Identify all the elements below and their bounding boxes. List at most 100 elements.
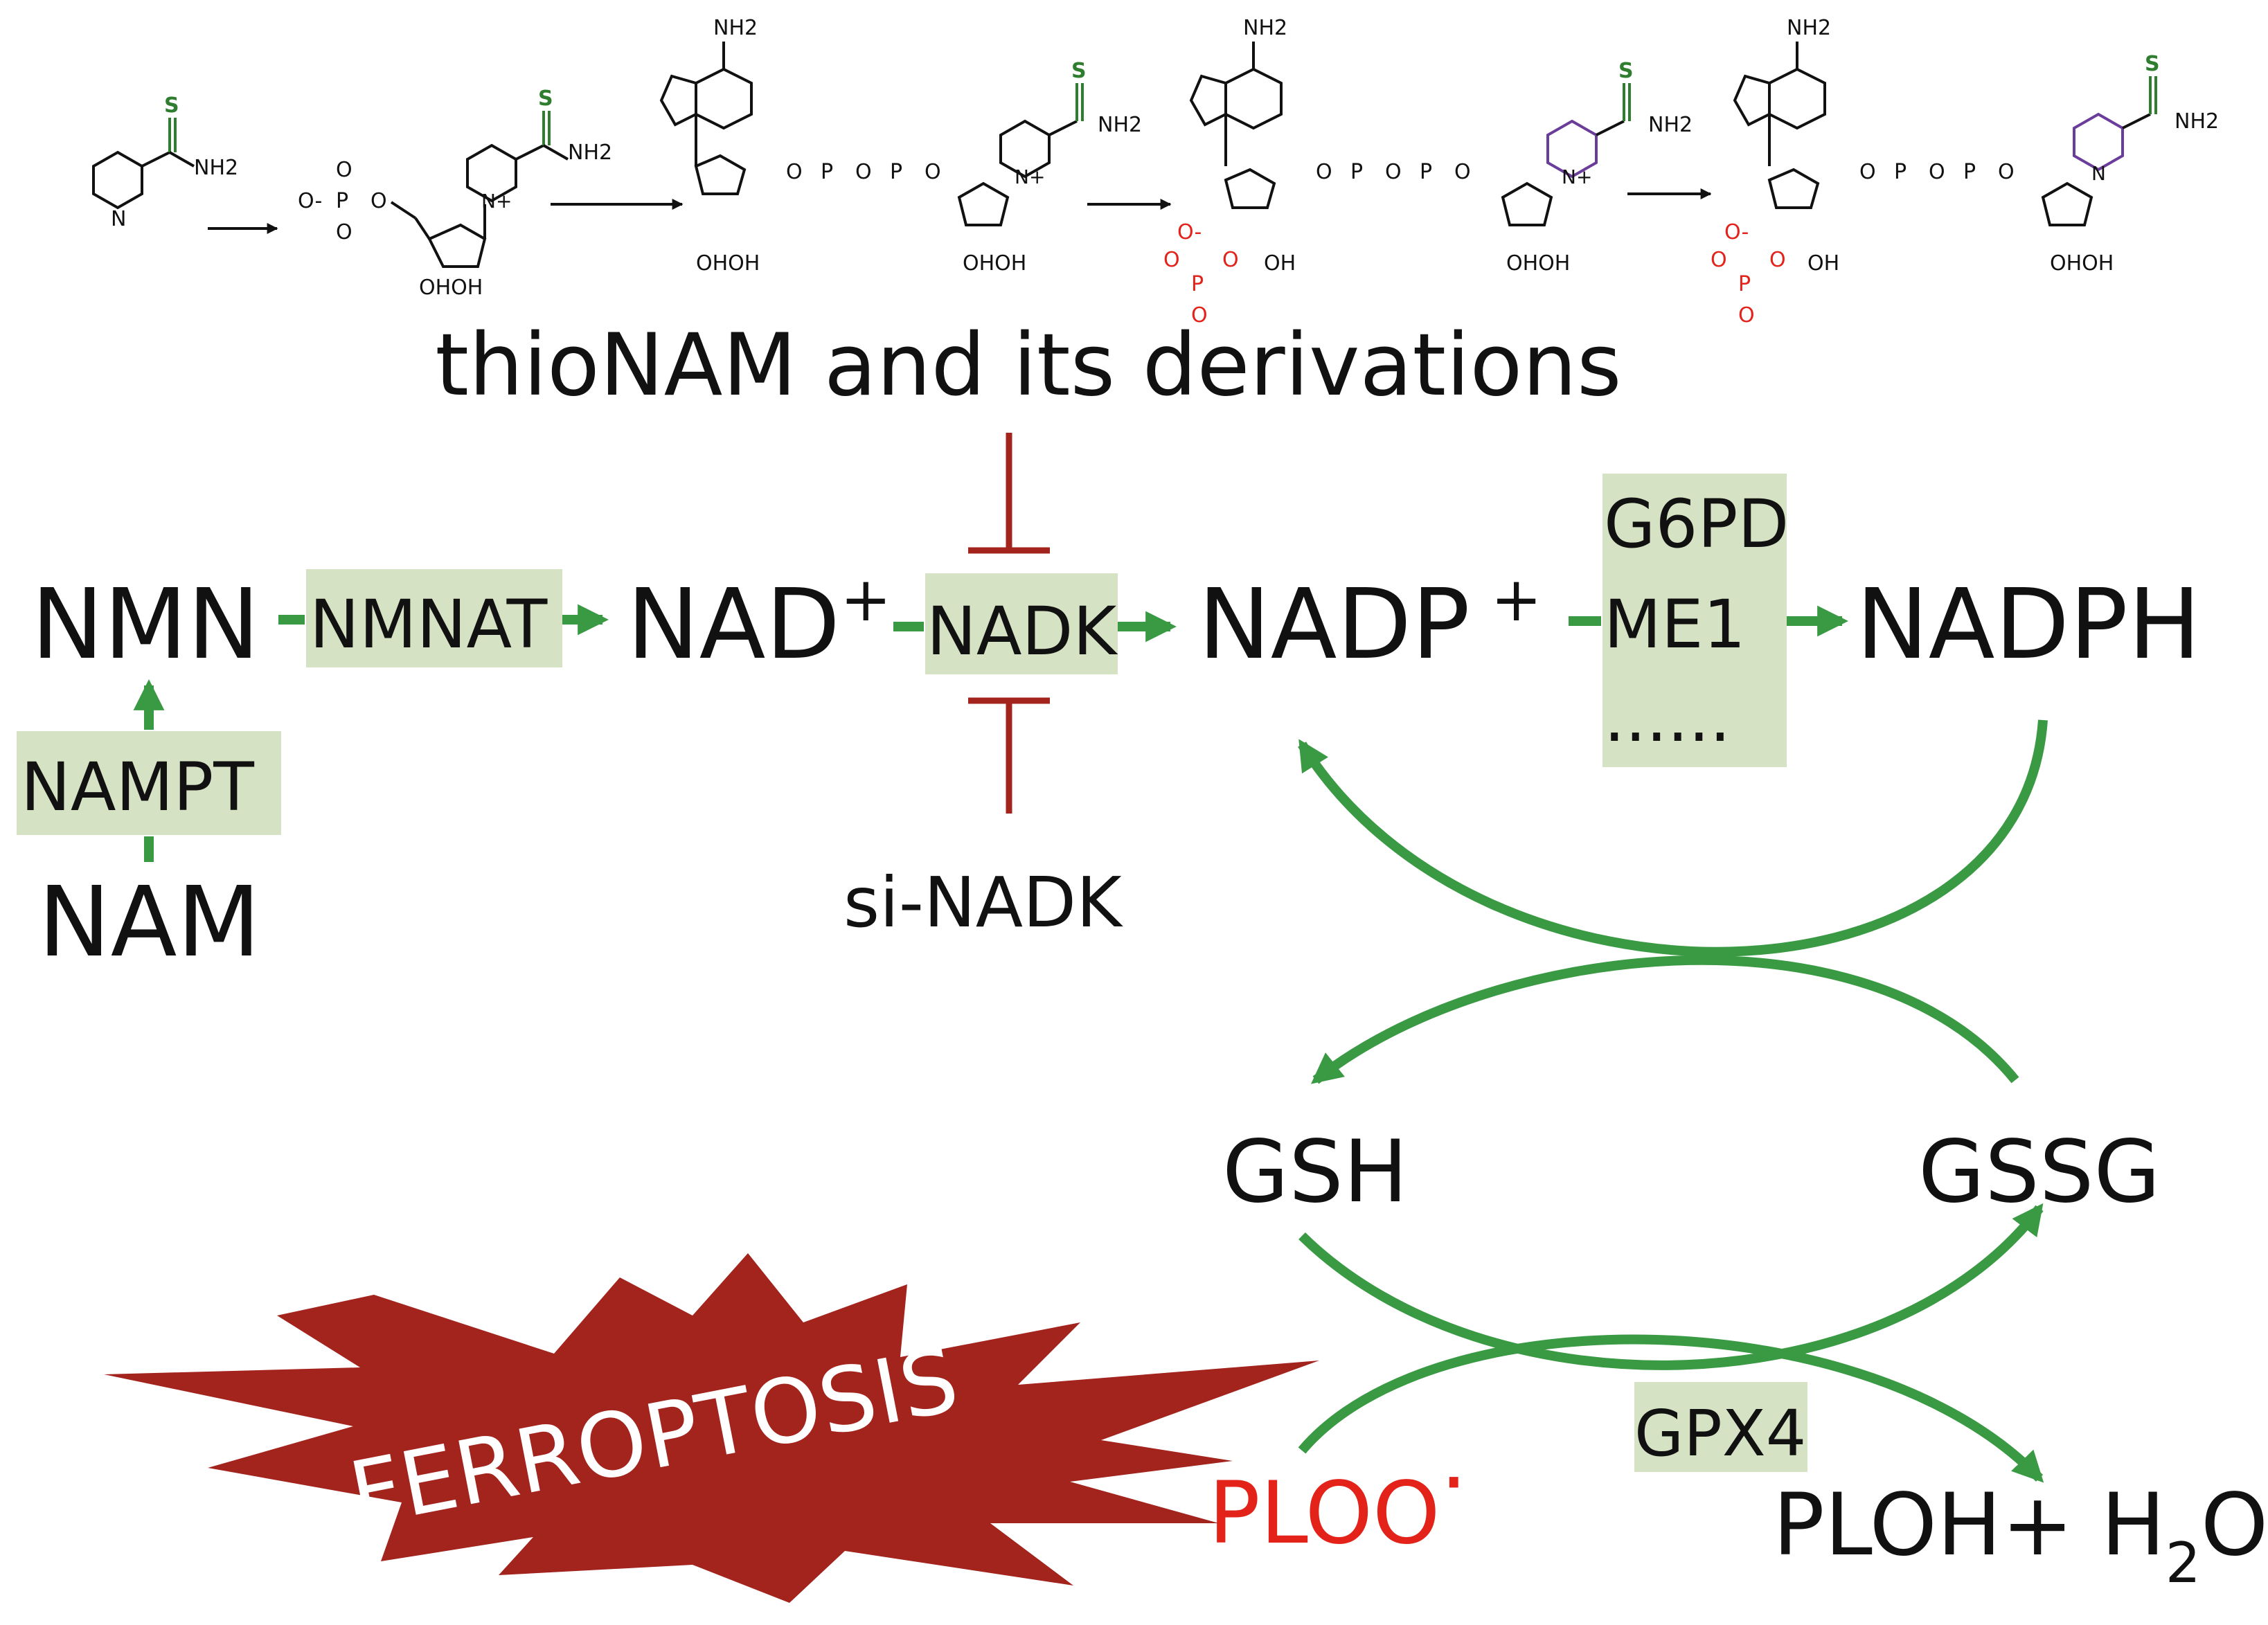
arrow-gssg-to-gsh xyxy=(1310,955,2019,1084)
nadp-label: NADP + xyxy=(1198,564,1542,681)
ploh-text: PLOH+ H xyxy=(1773,1475,2166,1575)
thionadp-nplus-label: N+ xyxy=(1562,165,1592,188)
thionadph-phosphate-o-1: O- xyxy=(1724,220,1749,244)
gsh-label: GSH xyxy=(1222,1122,1408,1222)
thionadph-phosphate-o-4: O xyxy=(1769,248,1786,272)
thionadp-structure: NH2 O- O P O O OH O P O P O S NH2 N+ OHO… xyxy=(1163,16,1693,327)
thionadp-s-label: S xyxy=(1618,59,1634,83)
thionadph-ribose2-oh: OHOH xyxy=(2050,251,2114,276)
thionad-o-1: O xyxy=(786,160,803,184)
thionadp-phosphate-p: P xyxy=(1191,272,1204,296)
gssg-label: GSSG xyxy=(1918,1122,2161,1222)
thionadph-phosphate-o-2: O xyxy=(1711,248,1727,272)
gpx4-label: GPX4 xyxy=(1634,1397,1806,1471)
thionmn-phosphate-o-top: O xyxy=(336,158,352,182)
ploo-radical-dot: · xyxy=(1440,1433,1467,1533)
thionadp-p-2: P xyxy=(1420,160,1432,184)
thionmn-phosphate-o-bottom: O xyxy=(336,220,352,244)
nadk-inhibition xyxy=(968,433,1050,814)
thionmn-nh2-label: NH2 xyxy=(568,141,612,165)
thionadph-nh2-label: NH2 xyxy=(2175,109,2219,134)
thionadph-phosphate-o-3: O xyxy=(1738,303,1755,327)
thionadp-o-1: O xyxy=(1316,160,1332,184)
pathway-arrows xyxy=(133,604,1848,862)
thionmn-ribose-oh: OHOH xyxy=(419,276,483,300)
redox-cycle-arrows xyxy=(1298,719,2048,1483)
nampt-label: NAMPT xyxy=(21,748,254,826)
arrow-gsh-to-gssg xyxy=(1298,1203,2044,1370)
thionad-ribose-oh: OHOH xyxy=(696,251,760,276)
nadp-superscript: + xyxy=(1491,564,1542,635)
thionadph-o-2: O xyxy=(1929,160,1945,184)
thionad-adenine-nh2: NH2 xyxy=(713,16,758,40)
thionad-o-3: O xyxy=(925,160,941,184)
thionmn-nplus-label: N+ xyxy=(481,190,512,213)
thionad-nh2-label: NH2 xyxy=(1098,113,1142,137)
nad-label: NAD+ xyxy=(627,564,891,681)
thionam-s-label: S xyxy=(164,93,179,118)
more-label: ...... xyxy=(1604,679,1731,757)
nampt-box xyxy=(17,731,281,835)
nadp-text: NADP xyxy=(1198,568,1470,681)
thionadph-n-label: N xyxy=(2091,162,2106,185)
nadk-box xyxy=(925,573,1118,674)
thionad-structure: NH2 OHOH O P O P O S NH2 N+ OHOH xyxy=(659,16,1142,276)
thionadp-p-1: P xyxy=(1350,160,1363,184)
thionad-nplus-label: N+ xyxy=(1015,165,1045,188)
thionad-s-label: S xyxy=(1071,59,1087,83)
nmn-label: NMN xyxy=(31,568,260,681)
thionadph-ribose-oh: OH xyxy=(1807,251,1839,276)
thionadp-phosphate-o-1: O- xyxy=(1177,220,1202,244)
burst-shape xyxy=(104,1253,1319,1603)
thionadp-o-2: O xyxy=(1385,160,1402,184)
thionad-ribose2-oh: OHOH xyxy=(963,251,1026,276)
nadph-label: NADPH xyxy=(1856,568,2201,681)
thionadp-phosphate-o-4: O xyxy=(1222,248,1239,272)
ferroptosis-burst: FERROPTOSIS xyxy=(104,1253,1319,1603)
thionadph-s-label: S xyxy=(2145,52,2160,76)
thionam-structure: S NH2 N xyxy=(92,93,238,231)
thionmn-phosphate-o-left: O- xyxy=(298,189,322,213)
nadk-label: NADK xyxy=(927,593,1118,670)
ploh-tail: O xyxy=(2201,1475,2268,1575)
thionadp-adenine-nh2: NH2 xyxy=(1243,16,1287,40)
thionadph-o-1: O xyxy=(1859,160,1876,184)
thionadp-ribose-oh: OH xyxy=(1264,251,1296,276)
arrow-ploo-to-ploh xyxy=(1298,1334,2044,1483)
thionam-n-label: N xyxy=(111,207,126,231)
arrow-nadph-to-nadp xyxy=(1298,719,2048,957)
thionmn-structure: O P O- O O S NH2 N+ OHOH xyxy=(298,87,612,300)
structure-row: S NH2 N O P O- O O S NH2 N+ OHOH xyxy=(92,16,2219,327)
thionadp-ribose2-oh: OHOH xyxy=(1506,251,1570,276)
nad-text: NAD xyxy=(627,568,840,681)
thionmn-s-label: S xyxy=(538,87,553,111)
thionam-nh2-label: NH2 xyxy=(194,156,238,180)
nmnat-label: NMNAT xyxy=(310,586,548,663)
thionmn-phosphate-p: P xyxy=(336,189,348,213)
ploh-subscript: 2 xyxy=(2166,1531,2201,1595)
thionadp-nh2-label: NH2 xyxy=(1648,113,1693,137)
ploh-label: PLOH+ H2O xyxy=(1773,1475,2268,1595)
thionad-p-1: P xyxy=(821,160,833,184)
nam-label: NAM xyxy=(38,866,260,979)
thionad-p-2: P xyxy=(890,160,902,184)
nmnat-box xyxy=(306,569,562,667)
gpx4-box xyxy=(1634,1382,1807,1472)
ploo-text: PLOO xyxy=(1208,1464,1440,1563)
thionadph-structure: NH2 O- O P O O OH O P O P O S NH2 N OHOH xyxy=(1711,16,2219,327)
si-nadk-label: si-NADK xyxy=(843,862,1123,943)
thionadph-p-2: P xyxy=(1963,160,1976,184)
thionadp-o-3: O xyxy=(1454,160,1471,184)
g6pd-box xyxy=(1602,474,1787,767)
thionad-o-2: O xyxy=(855,160,872,184)
thionmn-phosphate-o-right: O xyxy=(370,189,387,213)
thionadph-o-3: O xyxy=(1998,160,2015,184)
thionadph-p-1: P xyxy=(1894,160,1907,184)
nad-superscript: + xyxy=(840,564,891,635)
thionadph-phosphate-p: P xyxy=(1738,272,1751,296)
thionadph-adenine-nh2: NH2 xyxy=(1787,16,1831,40)
thionam-title: thioNAM and its derivations xyxy=(435,316,1621,415)
me1-label: ME1 xyxy=(1604,586,1746,663)
g6pd-label: G6PD xyxy=(1604,485,1789,563)
thionadp-phosphate-o-2: O xyxy=(1163,248,1180,272)
